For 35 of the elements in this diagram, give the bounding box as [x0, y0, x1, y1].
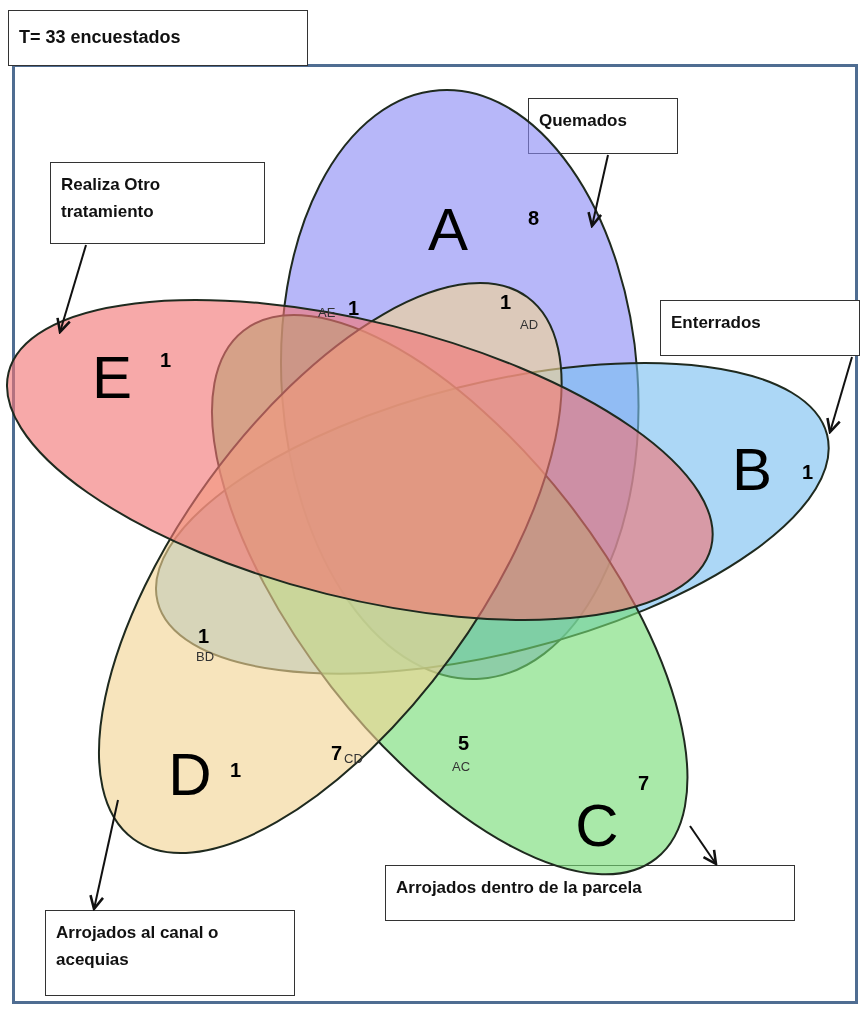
callout-text: Realiza Otro tratamiento	[61, 174, 162, 224]
region-code: AD	[520, 318, 539, 331]
callout-text: Enterrados	[671, 312, 762, 334]
count-number: 1	[198, 626, 210, 646]
count-number: 5	[458, 733, 470, 753]
callout-box	[528, 98, 678, 154]
set-letter: D	[168, 745, 212, 805]
arrow	[56, 244, 87, 334]
set-letter: C	[575, 796, 619, 856]
arrow	[89, 799, 119, 911]
set-letter: B	[731, 440, 772, 500]
callout-box	[45, 910, 295, 996]
callout-box	[660, 300, 860, 356]
region-code: BD	[196, 650, 215, 663]
count-number: 1	[230, 760, 242, 780]
arrow	[587, 154, 609, 228]
arrow	[689, 825, 718, 866]
title-text: T= 33 encuestados	[19, 27, 181, 47]
arrow	[826, 356, 853, 434]
callout-text: Arrojados dentro de la parcela	[396, 877, 643, 899]
set-letter: A	[427, 200, 468, 260]
callout-box	[385, 865, 795, 921]
count-number: 8	[528, 208, 540, 228]
count-number: 1	[160, 350, 172, 370]
region-code: AC	[452, 760, 471, 773]
callout-text: Arrojados al canal o acequias	[56, 922, 220, 972]
count-number: 7	[638, 773, 650, 793]
callout-box	[50, 162, 265, 244]
count-number: 1	[500, 292, 512, 312]
set-letter: E	[91, 348, 132, 408]
region-code: CD	[344, 752, 363, 765]
callout-text: Quemados	[539, 110, 628, 132]
count-number: 7	[331, 743, 343, 763]
count-number: 1	[348, 298, 360, 318]
count-number: 1	[802, 462, 814, 482]
